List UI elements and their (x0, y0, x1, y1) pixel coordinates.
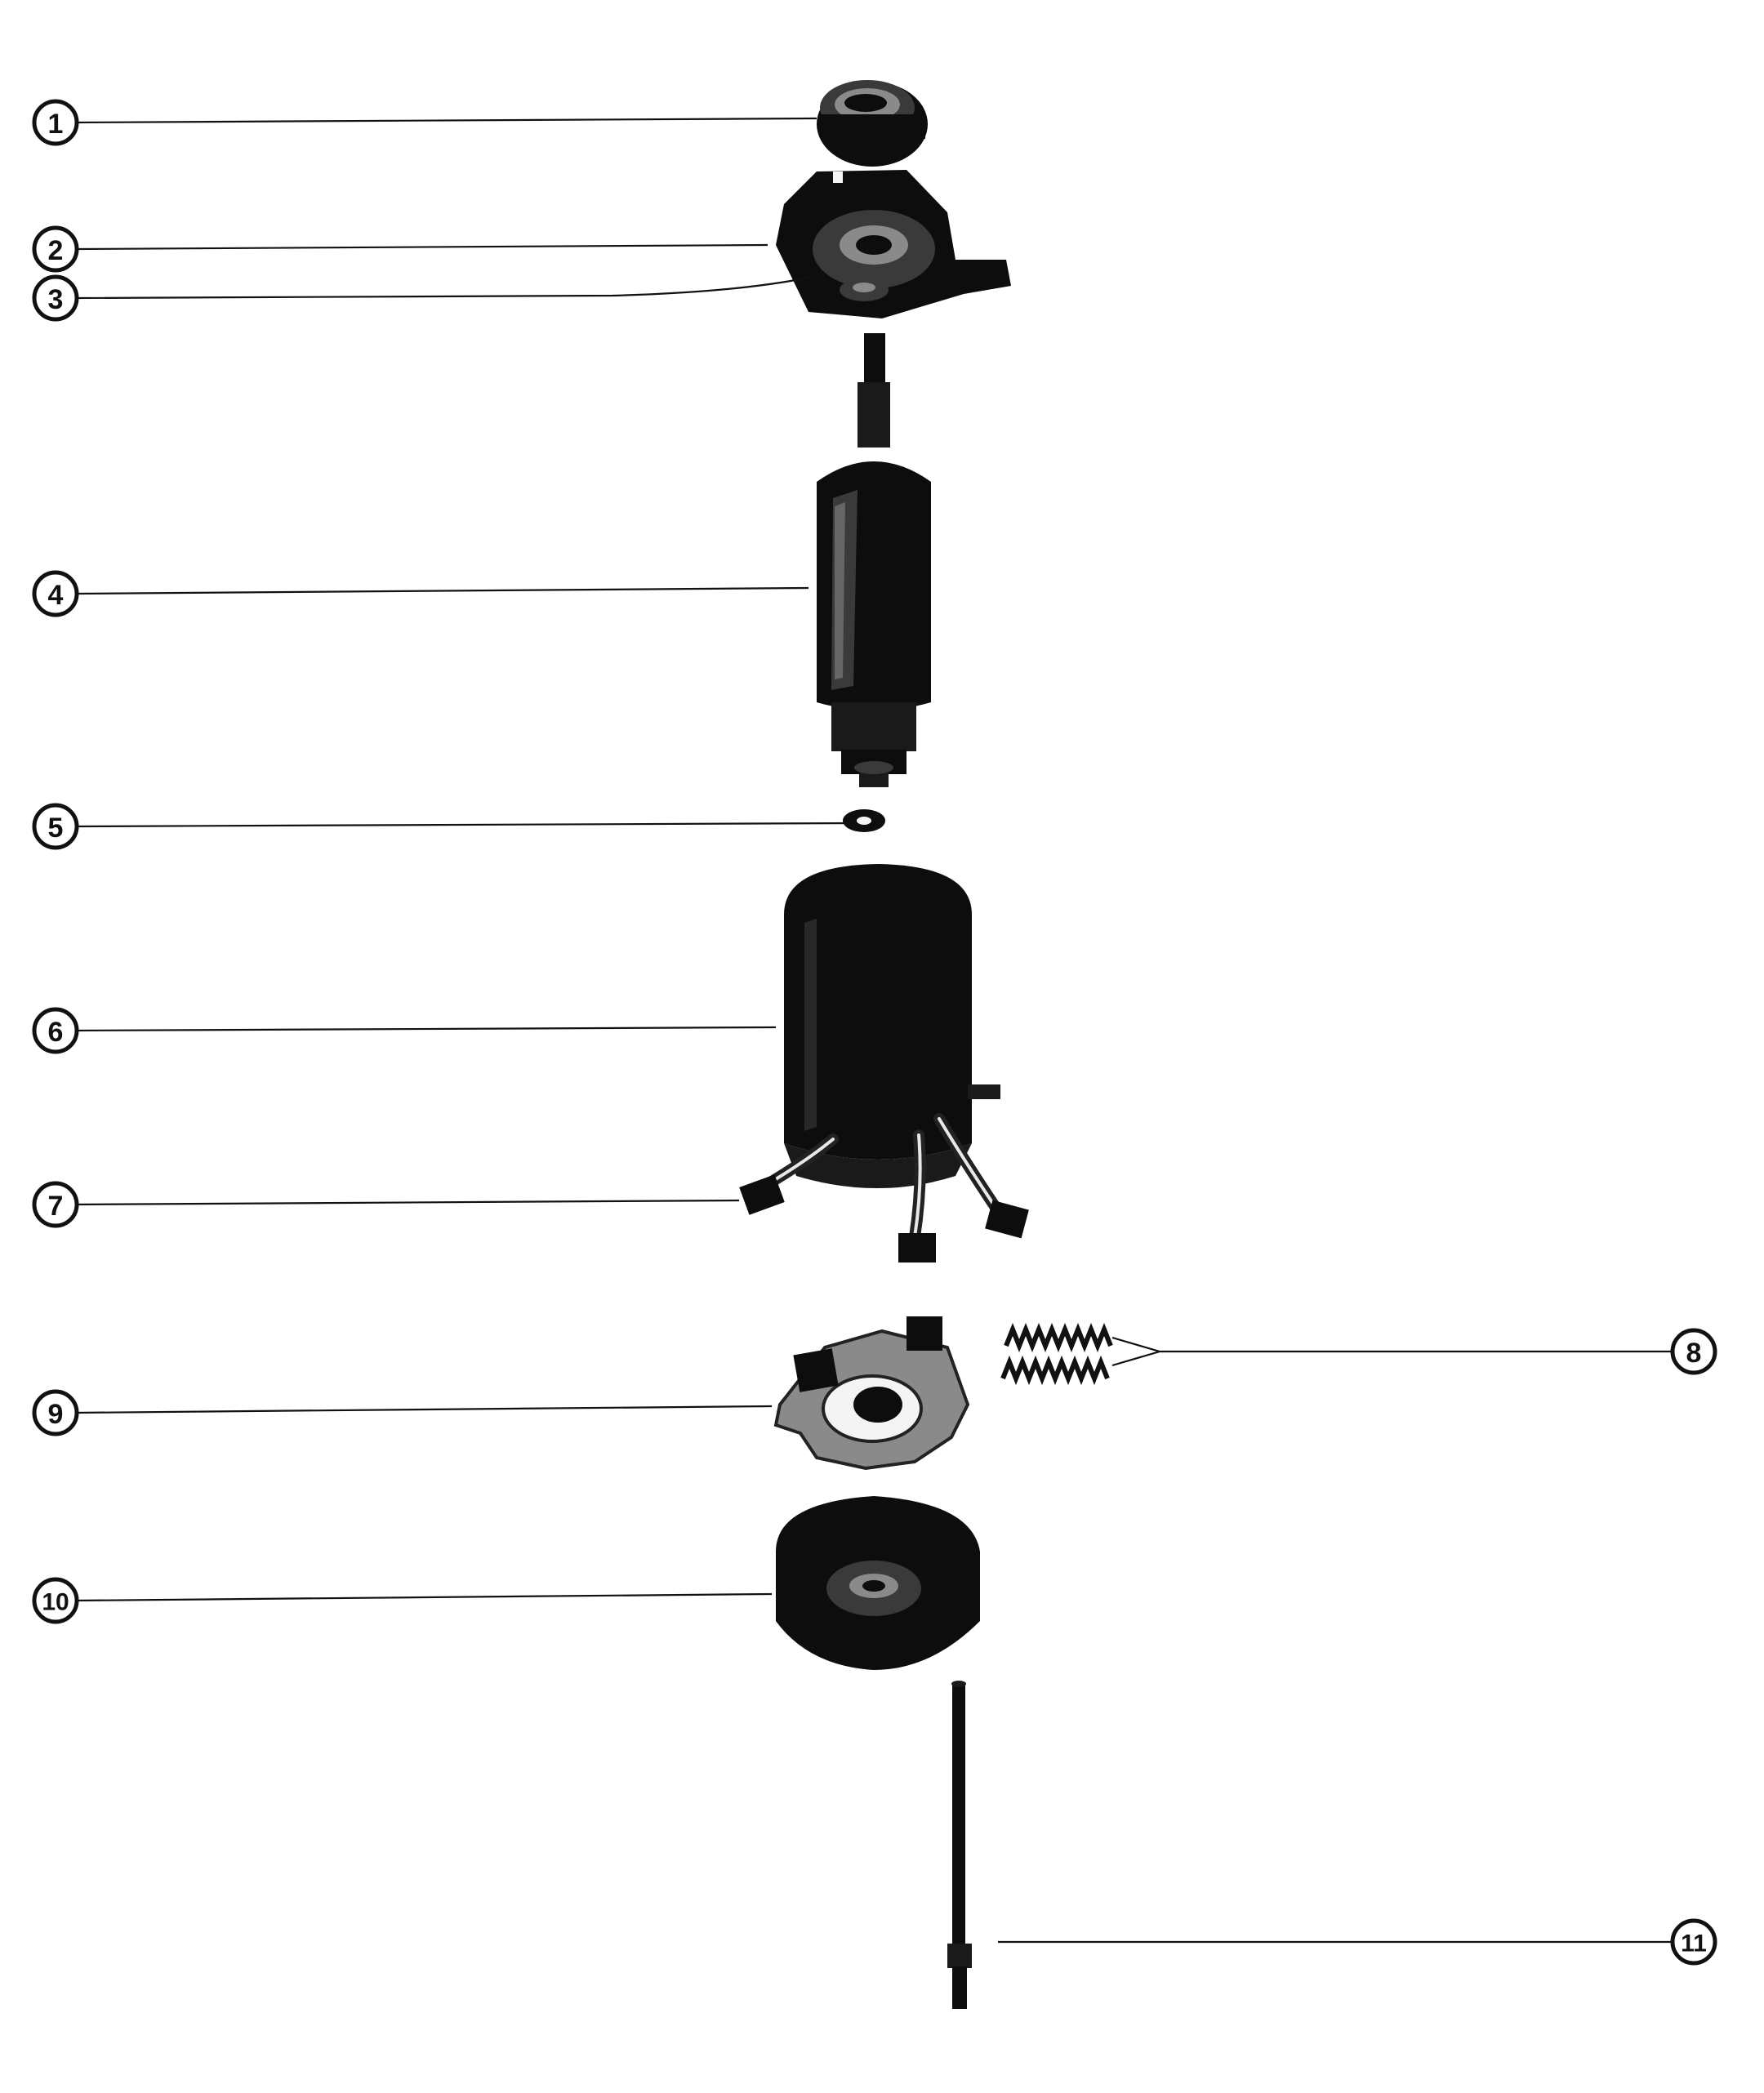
svg-text:8: 8 (1686, 1338, 1702, 1369)
svg-text:10: 10 (42, 1589, 69, 1616)
leader-line-9 (74, 1405, 773, 1414)
leader-line-4 (74, 586, 809, 595)
part-3-bearing (840, 278, 889, 301)
svg-text:2: 2 (48, 235, 64, 266)
part-8-brush-springs (1000, 1322, 1113, 1386)
part-1-bearing-cap (817, 80, 928, 167)
part-4-armature (817, 333, 931, 787)
leader-line-1 (74, 117, 817, 124)
callout-11: 11 (1670, 1918, 1717, 1966)
svg-text:9: 9 (48, 1399, 64, 1430)
callout-1: 1 (32, 99, 79, 146)
callout-8: 8 (1670, 1328, 1717, 1375)
part-6-field-frame (784, 864, 1000, 1188)
callout-5: 5 (32, 803, 79, 850)
part-2-end-frame (776, 170, 1011, 318)
svg-text:3: 3 (48, 284, 64, 315)
part-9-brush-plate (773, 1316, 970, 1471)
svg-text:6: 6 (48, 1017, 64, 1048)
leader-line-5 (74, 822, 850, 828)
svg-text:5: 5 (48, 813, 64, 844)
callout-6: 6 (32, 1007, 79, 1054)
svg-text:1: 1 (48, 109, 64, 140)
callout-7: 7 (32, 1181, 79, 1228)
callout-9: 9 (32, 1389, 79, 1436)
leader-line-7 (74, 1199, 740, 1206)
leader-line-2 (74, 243, 768, 251)
svg-text:7: 7 (48, 1191, 64, 1222)
svg-text:4: 4 (48, 580, 64, 611)
leader-line-6 (74, 1026, 777, 1032)
leader-line-3 (74, 276, 809, 300)
part-7-brushes (739, 1113, 1029, 1262)
leader-line-10 (74, 1592, 773, 1602)
part-5-washer (843, 809, 885, 832)
part-11-through-bolt (947, 1681, 972, 2009)
callout-4: 4 (32, 570, 79, 617)
svg-text:11: 11 (1681, 1930, 1707, 1957)
leader-line-8 (1111, 1336, 1673, 1367)
callout-3: 3 (32, 274, 79, 322)
callout-2: 2 (32, 225, 79, 273)
part-10-commutator-end-frame (776, 1496, 980, 1670)
callout-10: 10 (32, 1577, 79, 1624)
